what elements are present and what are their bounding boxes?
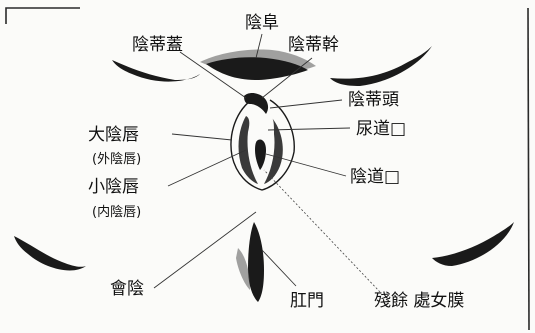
label-hymen-remnant: 殘餘 處女膜	[374, 291, 464, 311]
frame-edge-right	[527, 7, 530, 331]
buttock-crease-right	[432, 222, 514, 266]
leader-clitoral-shaft	[261, 57, 313, 99]
leader-vaginal-opening	[265, 153, 347, 177]
label-clitoral-hood: 陰蒂蓋	[132, 35, 183, 55]
label-anus: 肛門	[290, 291, 324, 311]
label-mons-pubis: 陰阜	[245, 13, 279, 33]
leader-labia-majora	[171, 133, 233, 141]
label-labia-majora: 大陰唇	[88, 125, 139, 145]
labia-minora-left	[238, 116, 258, 184]
leader-anus	[261, 249, 297, 287]
thigh-crease-right	[330, 46, 432, 86]
mons-pubis-hair	[206, 57, 308, 80]
label-labia-majora-alt: (外陰唇)	[92, 152, 141, 167]
label-urethral-opening: 尿道□	[356, 119, 406, 139]
label-clitoral-shaft: 陰蒂幹	[288, 34, 339, 55]
label-vaginal-opening: 陰道□	[350, 167, 400, 187]
thigh-crease-left	[112, 60, 200, 82]
label-glans-clitoris: 陰蒂頭	[348, 90, 399, 110]
perineum-shading	[236, 248, 250, 290]
labia-minora-right	[264, 118, 283, 184]
anus-shading	[248, 222, 264, 302]
label-perineum: 會陰	[110, 279, 144, 299]
leader-hymen-remnant	[263, 169, 381, 293]
labia-majora-outline	[230, 97, 295, 191]
leader-perineum	[153, 211, 257, 289]
vaginal-opening	[255, 139, 266, 170]
clitoral-hood	[244, 93, 269, 114]
leader-glans-clitoris	[269, 99, 343, 109]
leader-urethral-opening	[267, 127, 351, 131]
label-labia-minora-alt: (内陰唇)	[92, 204, 141, 220]
buttock-crease-left	[14, 236, 86, 271]
leader-clitoral-hood	[179, 51, 247, 99]
leader-mons-pubis	[255, 33, 263, 59]
leader-labia-minora	[167, 149, 247, 187]
frame-corner-top-left	[5, 7, 80, 24]
label-labia-minora: 小陰唇	[88, 177, 139, 197]
